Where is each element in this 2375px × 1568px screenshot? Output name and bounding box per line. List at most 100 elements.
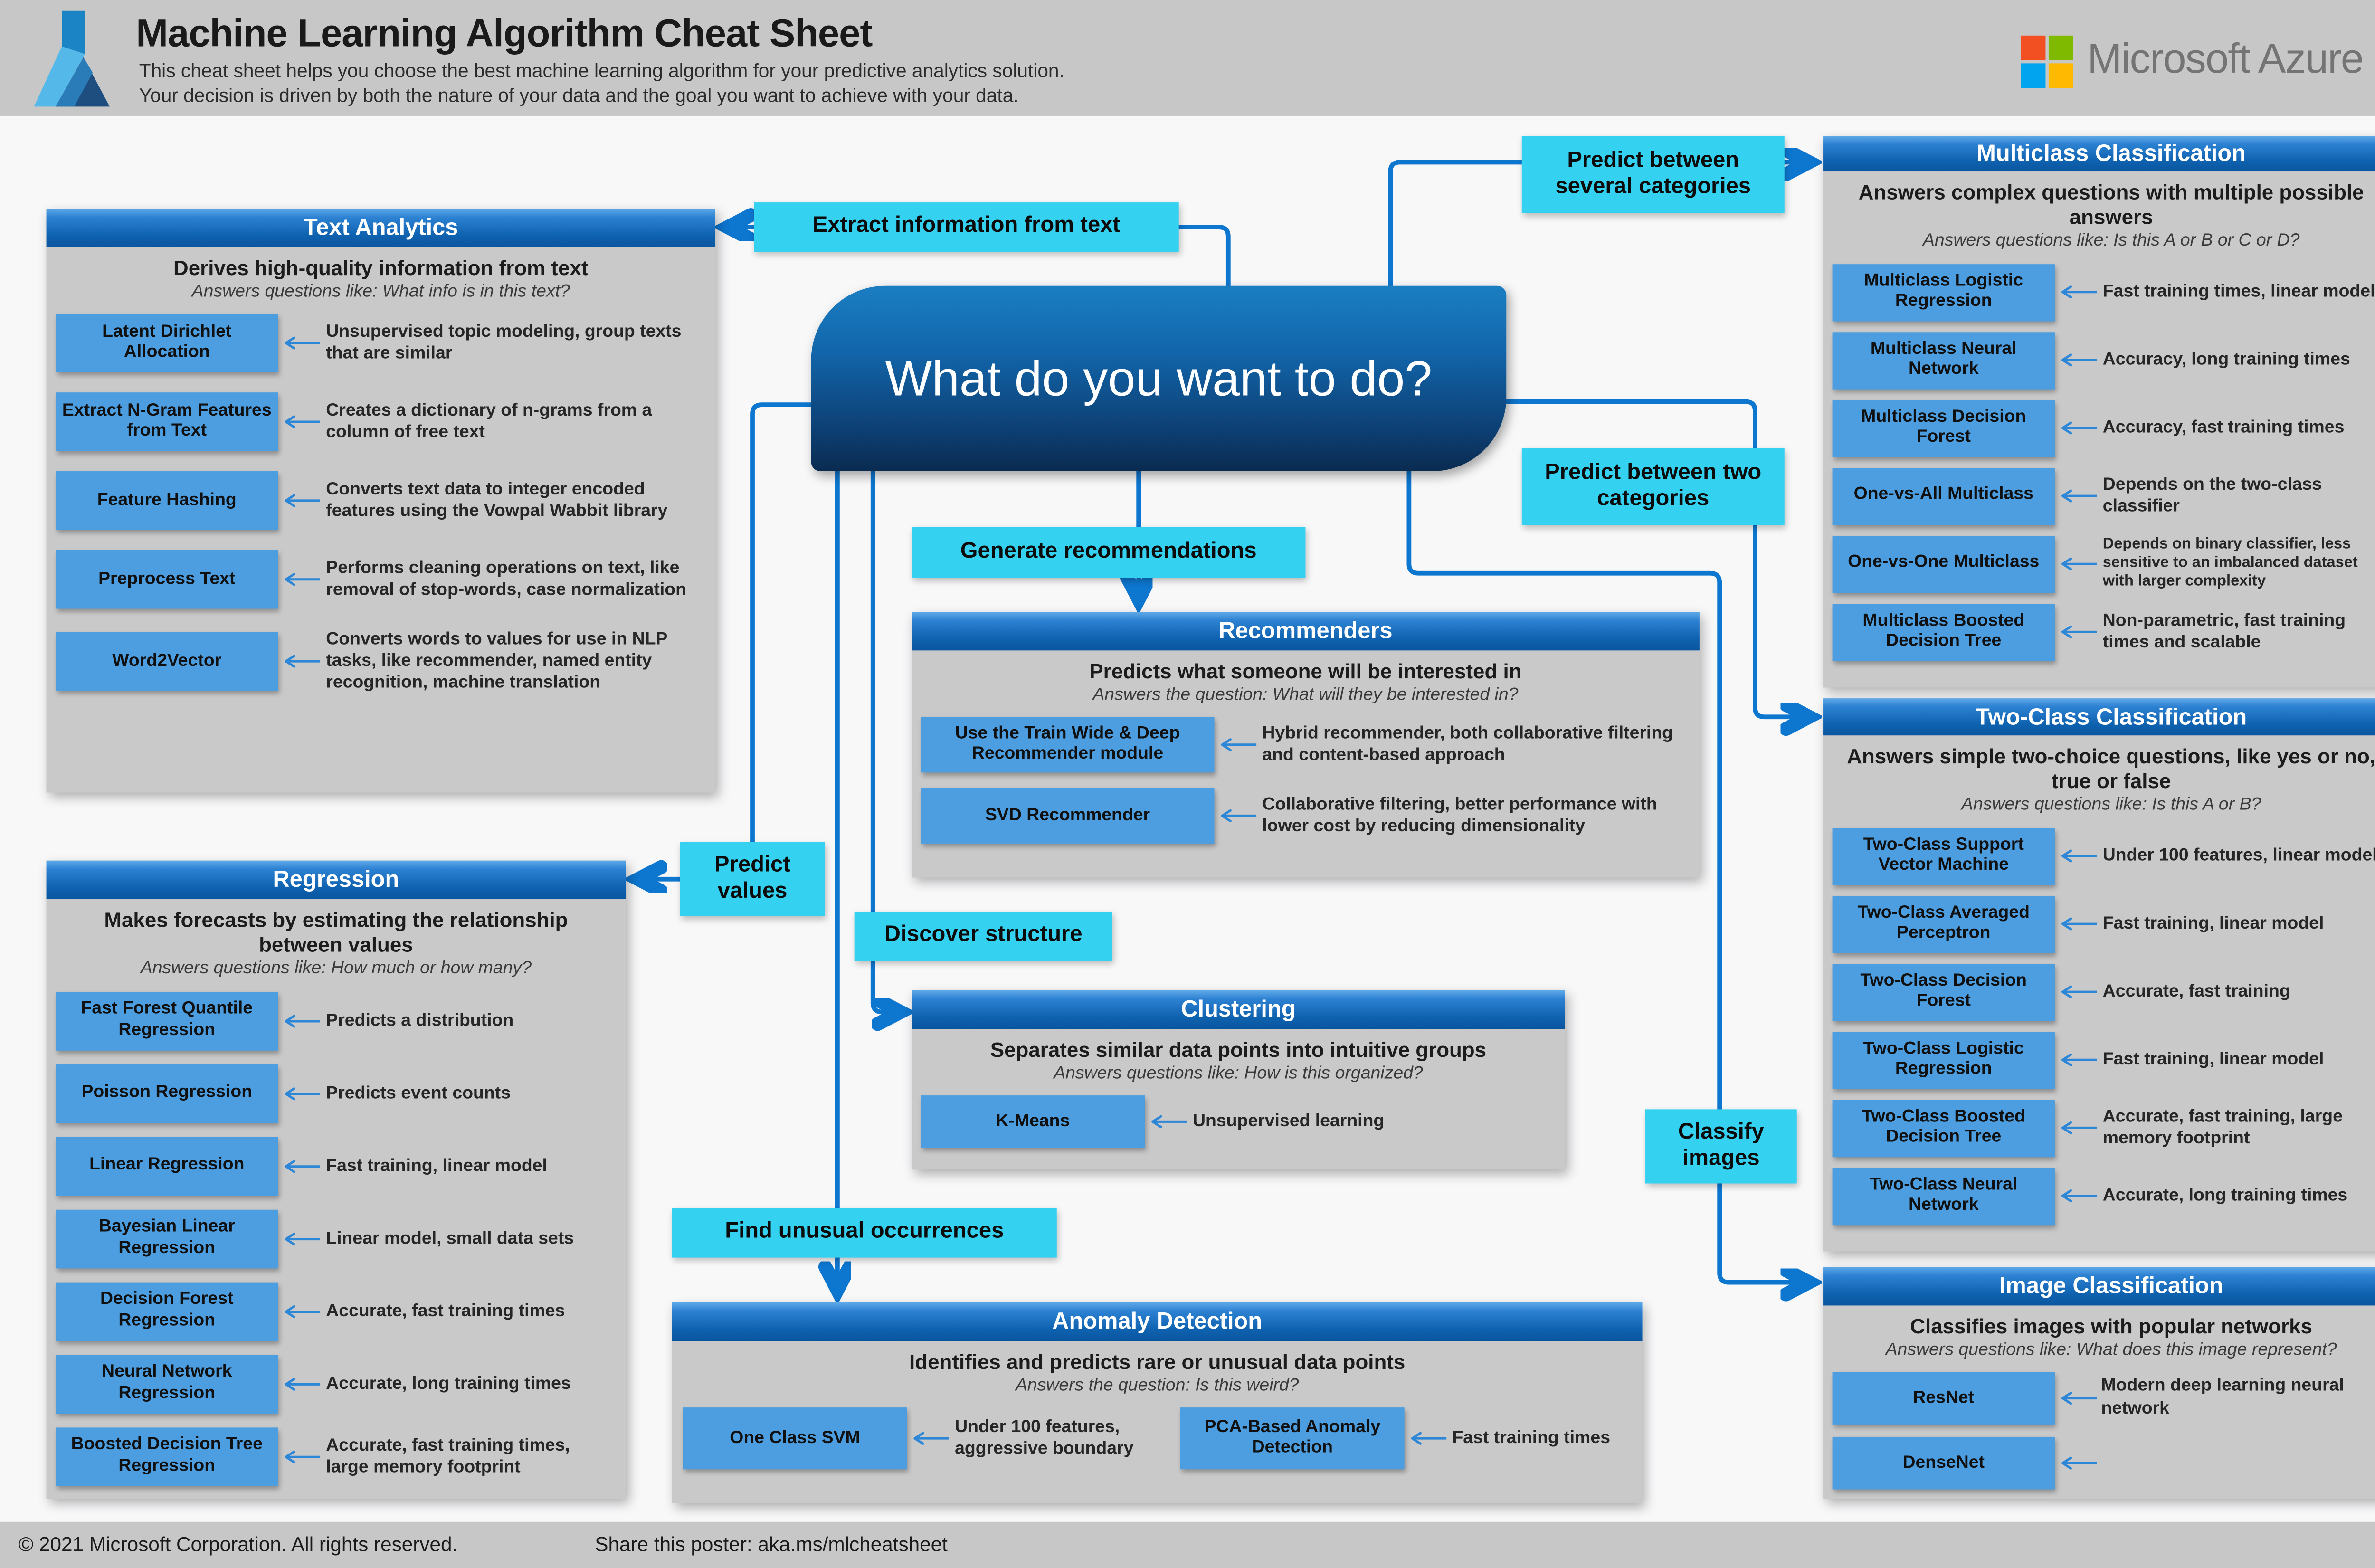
- algorithm-row: ResNet: [1832, 1372, 2375, 1425]
- algorithm-box[interactable]: Latent Dirichlet Allocation: [56, 314, 278, 373]
- algorithm-description: Under 100 features, linear model: [2102, 846, 2375, 865]
- action-predict-between-several-categories[interactable]: Predict between several categories: [1521, 136, 1785, 213]
- panel-multiclass-classification: Multiclass Classification Answers comple…: [1823, 136, 2375, 688]
- algorithm-box[interactable]: Feature Hashing: [56, 472, 278, 531]
- action-generate-recommendations[interactable]: Generate recommendations: [912, 527, 1306, 578]
- center-question-text: What do you want to do?: [885, 350, 1433, 406]
- algorithm-box[interactable]: Extract N-Gram Features from Text: [56, 393, 278, 452]
- algorithm-box[interactable]: One Class SVM: [683, 1408, 907, 1470]
- algorithm-box[interactable]: One-vs-One Multiclass: [1832, 535, 2055, 593]
- algorithm-description: Accurate, fast training times: [326, 1302, 565, 1321]
- algorithm-box[interactable]: Two-Class Averaged Perceptron: [1832, 895, 2055, 953]
- left-arrow-icon: [2055, 285, 2101, 300]
- algorithm-description: Fast training times, linear model: [2102, 283, 2375, 302]
- algorithm-box[interactable]: Use the Train Wide & Deep Recommender mo…: [921, 717, 1215, 773]
- panel-description: Classifies images with popular networks: [1910, 1314, 2313, 1338]
- connector-clustering: [870, 469, 901, 1012]
- algorithm-box[interactable]: Multiclass Logistic Regression: [1832, 263, 2055, 321]
- left-arrow-icon: [2055, 1052, 2101, 1068]
- algorithm-list: Two-Class Support Vector Machine Under 10…: [1823, 827, 2375, 1225]
- panel-description: Answers complex questions with multiple …: [1858, 181, 2364, 229]
- algorithm-box[interactable]: PCA-Based Anomaly Detection: [1180, 1408, 1405, 1470]
- action-extract-information-from-text[interactable]: Extract information from text: [754, 202, 1179, 252]
- algorithm-box[interactable]: Multiclass Decision Forest: [1832, 399, 2055, 457]
- algorithm-box[interactable]: K-Means: [921, 1096, 1145, 1149]
- left-arrow-icon: [1145, 1114, 1191, 1130]
- algorithm-description: Fast training, linear model: [2102, 914, 2324, 933]
- algorithm-description: Under 100 features, aggressive boundary: [955, 1419, 1134, 1459]
- algorithm-row: Multiclass Decision Forest Accuracy, fast…: [1832, 399, 2375, 457]
- algorithm-description: Fast training times: [1452, 1429, 1611, 1448]
- panel-title: Clustering: [912, 990, 1565, 1029]
- panel-description: Answers simple two-choice questions, lik…: [1847, 744, 2375, 793]
- left-arrow-icon: [1215, 738, 1261, 753]
- algorithm-description: Converts words to values for use in NLP …: [326, 631, 667, 693]
- copyright-text: © 2021 Microsoft Corporation. All rights…: [19, 1532, 458, 1556]
- microsoft-logo-icon: [2021, 35, 2073, 88]
- algorithm-box[interactable]: Multiclass Boosted Decision Tree: [1832, 603, 2055, 661]
- action-predict-values[interactable]: Predict values: [680, 842, 825, 916]
- left-arrow-icon: [2055, 1391, 2101, 1407]
- algorithm-box[interactable]: Multiclass Neural Network: [1832, 331, 2055, 389]
- algorithm-box[interactable]: Two-Class Logistic Regression: [1832, 1031, 2055, 1089]
- algorithm-box[interactable]: Two-Class Decision Forest: [1832, 963, 2055, 1021]
- algorithm-box[interactable]: Word2Vector: [56, 632, 278, 692]
- algorithm-row: Multiclass Logistic Regression Fast train…: [1832, 263, 2375, 321]
- algorithm-box[interactable]: Bayesian Linear Regression: [56, 1209, 278, 1268]
- panel-description: Identifies and predicts rare or unusual …: [909, 1350, 1406, 1374]
- shared-description: Modern deep learning neural network: [2101, 1377, 2344, 1418]
- panel-question: Answers the question: What will they be …: [1092, 686, 1519, 705]
- algorithm-box[interactable]: Two-Class Support Vector Machine: [1832, 827, 2055, 885]
- left-arrow-icon: [278, 336, 324, 352]
- algorithm-row: Two-Class Averaged Perceptron Fast traini…: [1832, 895, 2375, 953]
- algorithm-box[interactable]: Preprocess Text: [56, 551, 278, 609]
- algorithm-box[interactable]: Decision Forest Regression: [56, 1282, 278, 1340]
- algorithm-box[interactable]: One-vs-All Multiclass: [1832, 467, 2055, 525]
- algorithm-box[interactable]: Two-Class Neural Network: [1832, 1167, 2055, 1225]
- algorithm-box[interactable]: Fast Forest Quantile Regression: [56, 991, 278, 1050]
- algorithm-box[interactable]: Two-Class Boosted Decision Tree: [1832, 1099, 2055, 1157]
- connector-text-analytics: [728, 227, 1231, 288]
- action-classify-images[interactable]: Classify images: [1645, 1109, 1797, 1184]
- algorithm-description: Accurate, long training times: [2102, 1187, 2348, 1206]
- panel-description: Derives high-quality information from te…: [173, 256, 589, 280]
- algorithm-box[interactable]: Neural Network Regression: [56, 1354, 278, 1413]
- action-find-unusual-occurrences[interactable]: Find unusual occurrences: [672, 1208, 1057, 1258]
- left-arrow-icon: [2055, 848, 2101, 864]
- share-text: Share this poster: aka.ms/mlcheatsheet: [595, 1532, 948, 1556]
- algorithm-row: PCA-Based Anomaly Detection Fast training…: [1180, 1408, 1641, 1470]
- action-discover-structure[interactable]: Discover structure: [854, 912, 1112, 961]
- algorithm-box[interactable]: SVD Recommender: [921, 789, 1215, 845]
- algorithm-description: Accuracy, fast training times: [2102, 418, 2345, 437]
- microsoft-azure-logo: Microsoft Azure: [2021, 35, 2364, 88]
- algorithm-box[interactable]: Boosted Decision Tree Regression: [56, 1427, 278, 1486]
- left-arrow-icon: [2055, 916, 2101, 932]
- algorithm-list: Multiclass Logistic Regression Fast train…: [1823, 263, 2375, 661]
- algorithm-row: One Class SVM Under 100 features, aggress…: [683, 1408, 1180, 1470]
- panel-text-analytics: Text Analytics Derives high-quality info…: [46, 209, 715, 793]
- algorithm-box[interactable]: Poisson Regression: [56, 1064, 278, 1123]
- left-arrow-icon: [1405, 1431, 1451, 1447]
- algorithm-box[interactable]: Linear Regression: [56, 1136, 278, 1196]
- algorithm-box[interactable]: DenseNet: [1832, 1437, 2055, 1490]
- algorithm-description: Hybrid recommender, both collaborative f…: [1262, 725, 1673, 766]
- left-arrow-icon: [278, 1085, 324, 1101]
- algorithm-row: Multiclass Neural Network Accuracy, long …: [1832, 331, 2375, 389]
- panel-title: Recommenders: [912, 612, 1700, 651]
- algorithm-box[interactable]: ResNet: [1832, 1372, 2055, 1425]
- algorithm-description: Accuracy, long training times: [2102, 351, 2350, 370]
- algorithm-description: Unsupervised topic modeling, group texts…: [326, 323, 682, 364]
- connector-image-classification: [1406, 469, 1809, 1283]
- panel-recommenders: Recommenders Predicts what someone will …: [912, 612, 1700, 878]
- algorithm-description: Non-parametric, fast training times and …: [2102, 612, 2346, 652]
- action-predict-between-two-categories[interactable]: Predict between two categories: [1521, 448, 1785, 525]
